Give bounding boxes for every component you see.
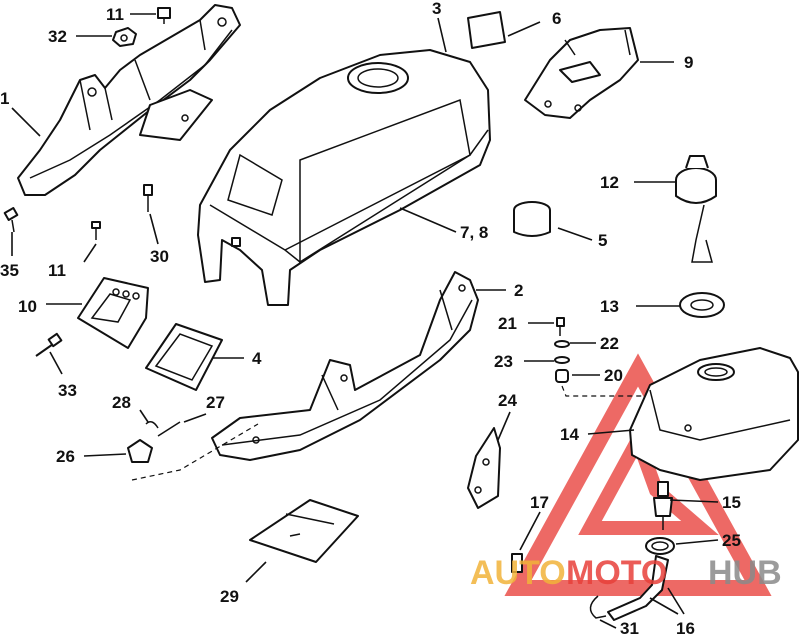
callout-10: 10: [18, 297, 37, 316]
part-12-fuel-cap: [675, 155, 717, 263]
callout-29: 29: [220, 587, 239, 606]
callout-4: 4: [252, 349, 262, 368]
callout-14: 14: [560, 425, 579, 444]
watermark-text-hub: HUB: [708, 554, 782, 592]
watermark-text-auto: AUTO: [470, 554, 566, 592]
part-13-grommet: [679, 292, 725, 318]
callout-15: 15: [722, 493, 741, 512]
callout-28: 28: [112, 393, 131, 412]
callout-32: 32: [48, 27, 67, 46]
part-32-nut: [112, 27, 137, 47]
callout-5: 5: [598, 231, 607, 250]
part-33-screw: [35, 332, 63, 357]
callout-16: 16: [676, 619, 695, 636]
callout-25: 25: [722, 531, 741, 550]
watermark-triangle-inner: [578, 422, 719, 535]
part-2-bottom-bracket: [211, 271, 479, 461]
part-17-fitting: [511, 553, 523, 573]
callout-27: 27: [206, 393, 225, 412]
part-4-gasket: [145, 323, 223, 391]
callout-35: 35: [0, 261, 19, 280]
leader-lines: [11, 13, 719, 629]
callout-3: 3: [432, 0, 441, 18]
part-24-bracket: [467, 427, 501, 509]
part-20-grommet: [555, 369, 569, 383]
callout-17: 17: [530, 493, 549, 512]
part-16-hose: [607, 555, 669, 621]
part-35-screw: [3, 207, 19, 233]
part-11-screw-top: [157, 7, 171, 24]
callout-21: 21: [498, 314, 517, 333]
callout-23: 23: [494, 352, 513, 371]
callout-labels: 1 11 32 3 6 9 12 5 7, 8 2 13 35 11 30 10…: [0, 0, 741, 636]
callout-9: 9: [684, 53, 693, 72]
part-23-washer: [554, 356, 570, 364]
watermark-text: AUTO MOTO HUB: [470, 554, 782, 592]
part-9-rear-bracket: [524, 27, 639, 119]
callout-33: 33: [58, 381, 77, 400]
part-26-clip: [127, 439, 153, 463]
part-6-decal: [467, 11, 506, 49]
callout-22: 22: [600, 334, 619, 353]
callout-1: 1: [0, 89, 9, 108]
callout-2: 2: [514, 281, 523, 300]
part-5-plug: [513, 201, 551, 237]
callout-11-left: 11: [48, 261, 66, 280]
part-22-washer: [554, 340, 570, 348]
callout-20: 20: [604, 366, 623, 385]
part-31-clip: [589, 595, 607, 619]
part-30-screw: [143, 184, 153, 212]
callout-7-8: 7, 8: [460, 223, 488, 242]
callout-26: 26: [56, 447, 75, 466]
part-1-left-bracket: [17, 4, 241, 196]
part-29-pad: [249, 499, 359, 563]
assembly-line-26: [131, 423, 259, 481]
callout-6: 6: [552, 9, 561, 28]
part-14-fuel-tank: [629, 347, 799, 481]
callout-30: 30: [150, 247, 169, 266]
part-25-clamp: [645, 537, 675, 555]
part-11-screw-left: [91, 221, 101, 240]
callout-13: 13: [600, 297, 619, 316]
watermark-text-moto: MOTO: [566, 554, 667, 592]
callout-11-top: 11: [106, 5, 124, 24]
part-15-fitting: [653, 481, 673, 530]
callout-12: 12: [600, 173, 619, 192]
part-21-screw: [556, 317, 565, 336]
part-27-pin: [157, 421, 181, 437]
part-3-top-cowl: [197, 49, 491, 306]
callout-31: 31: [620, 619, 639, 636]
callout-24: 24: [498, 391, 517, 410]
part-28-spring: [145, 421, 159, 429]
part-10-vent-cover: [77, 277, 149, 349]
